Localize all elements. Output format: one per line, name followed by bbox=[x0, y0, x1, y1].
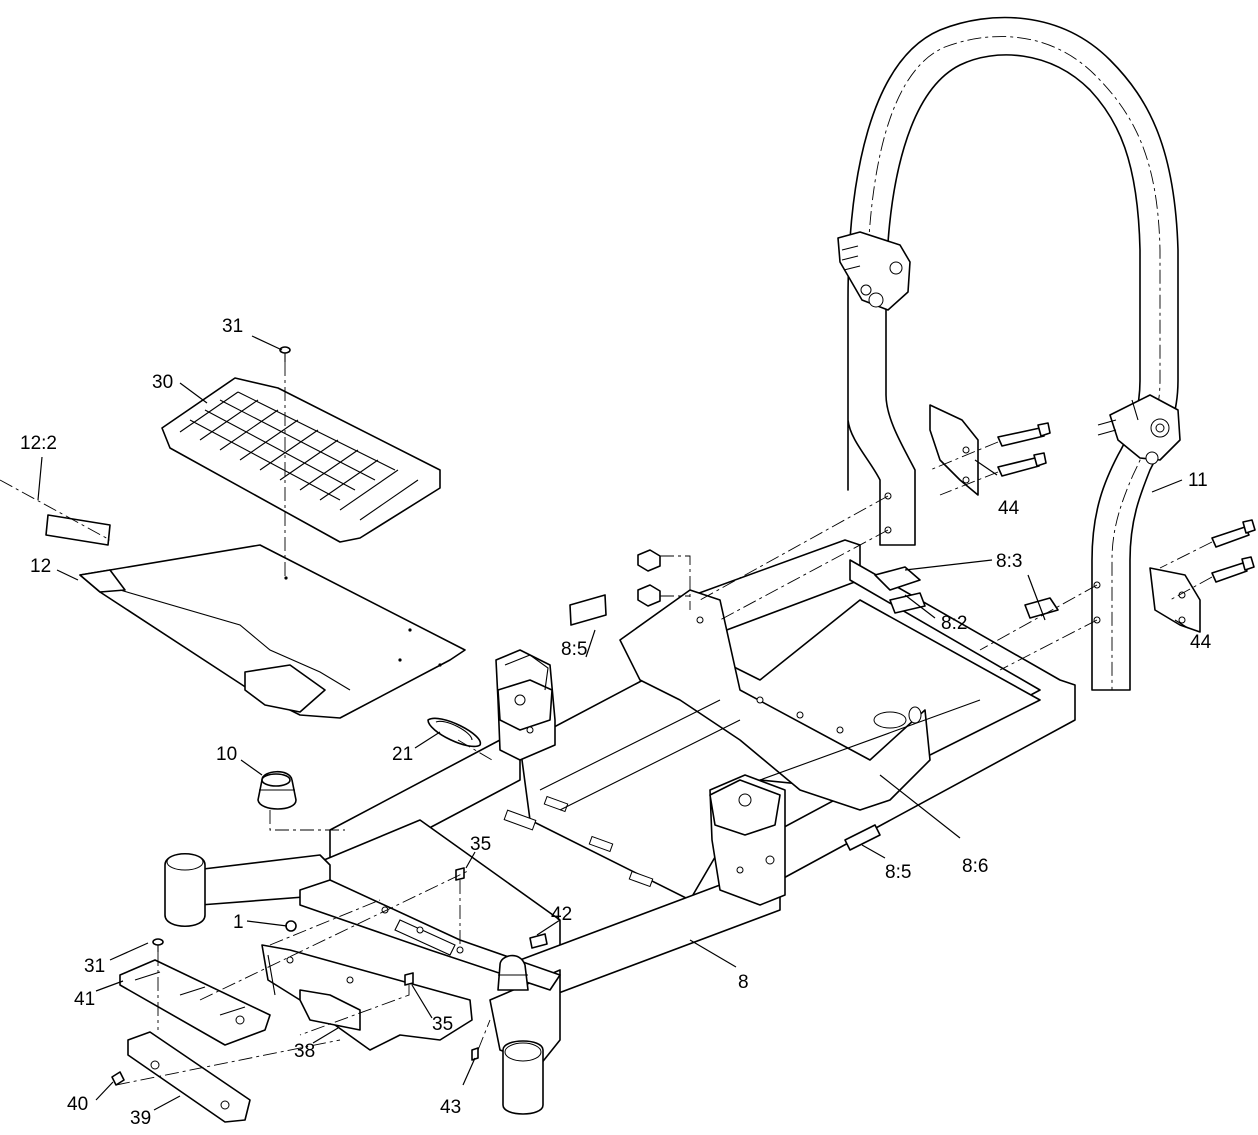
callout-10: 10 bbox=[216, 744, 237, 765]
callout-21: 21 bbox=[392, 744, 413, 765]
assembly-lines bbox=[0, 362, 1213, 1086]
callout-11: 11 bbox=[1188, 470, 1208, 491]
callout-30: 30 bbox=[152, 372, 173, 393]
roll-bar bbox=[837, 16, 1181, 691]
small-fasteners bbox=[111, 867, 479, 1086]
callout-8-6: 8:6 bbox=[962, 856, 988, 877]
guard-39 bbox=[127, 1031, 251, 1123]
callout-42: 42 bbox=[551, 904, 572, 925]
foot-pad-41 bbox=[119, 959, 271, 1046]
callout-44-left: 44 bbox=[998, 498, 1020, 519]
callout-39: 39 bbox=[130, 1108, 151, 1129]
callout-8-5-top: 8:5 bbox=[561, 639, 587, 660]
callout-41: 41 bbox=[74, 989, 95, 1010]
foot-plate-38 bbox=[261, 944, 473, 1051]
callout-labels: 31 30 12:2 12 8:5 21 10 44 11 8:3 8:2 44… bbox=[20, 316, 1212, 1129]
callout-43: 43 bbox=[440, 1097, 461, 1118]
grommet-21 bbox=[427, 717, 481, 748]
main-frame bbox=[164, 539, 1076, 1115]
callout-31-top: 31 bbox=[222, 316, 243, 337]
decal-strip bbox=[45, 514, 111, 546]
callout-12: 12 bbox=[30, 556, 51, 577]
callout-35-top: 35 bbox=[470, 834, 491, 855]
seat-plate bbox=[79, 544, 466, 719]
mount-bracket-left bbox=[929, 404, 1051, 496]
leader-lines bbox=[37, 335, 1189, 1111]
callout-35-bottom: 35 bbox=[432, 1014, 453, 1035]
screw-31-top bbox=[279, 346, 291, 362]
mount-bracket-right bbox=[1149, 519, 1256, 633]
floor-mat bbox=[161, 377, 441, 543]
callout-8-3: 8:3 bbox=[996, 551, 1022, 572]
bumper-10 bbox=[257, 770, 297, 810]
callout-40: 40 bbox=[67, 1094, 88, 1115]
callout-31-bottom: 31 bbox=[84, 956, 105, 977]
callout-44-right: 44 bbox=[1190, 632, 1212, 653]
callout-38: 38 bbox=[294, 1041, 315, 1062]
callout-1: 1 bbox=[233, 912, 244, 933]
callout-12-2: 12:2 bbox=[20, 433, 57, 454]
hex-nuts bbox=[637, 549, 661, 607]
callout-8-5-bottom: 8:5 bbox=[885, 862, 911, 883]
callout-8: 8 bbox=[738, 972, 749, 993]
callout-8-2: 8:2 bbox=[941, 613, 967, 634]
